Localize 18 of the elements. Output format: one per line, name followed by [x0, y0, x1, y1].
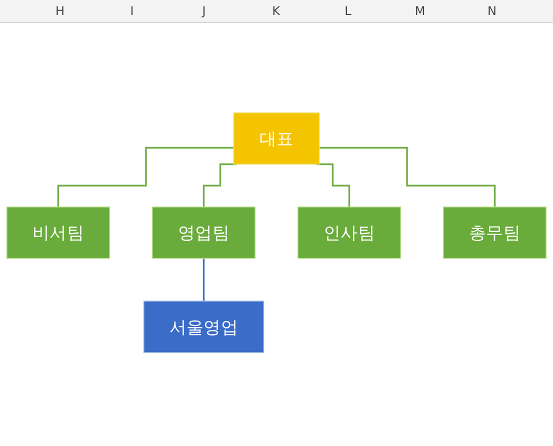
column-header: J: [200, 3, 207, 20]
connector: [202, 164, 237, 208]
column-header: N: [486, 3, 498, 20]
connector: [319, 147, 496, 208]
column-header: H: [54, 3, 66, 20]
connector: [202, 258, 205, 302]
column-header: K: [271, 3, 281, 20]
node-box: 서울영업: [143, 301, 264, 354]
connector: [57, 147, 234, 208]
node-box: 총무팀: [443, 206, 547, 260]
node-box: 비서팀: [6, 206, 110, 260]
column-header: M: [414, 3, 426, 20]
column-header: L: [344, 3, 352, 20]
node-box: 영업팀: [152, 206, 256, 260]
node-box: 인사팀: [297, 206, 402, 260]
connector: [316, 164, 350, 208]
node-box: 대표: [233, 112, 320, 165]
column-header: I: [129, 3, 135, 20]
